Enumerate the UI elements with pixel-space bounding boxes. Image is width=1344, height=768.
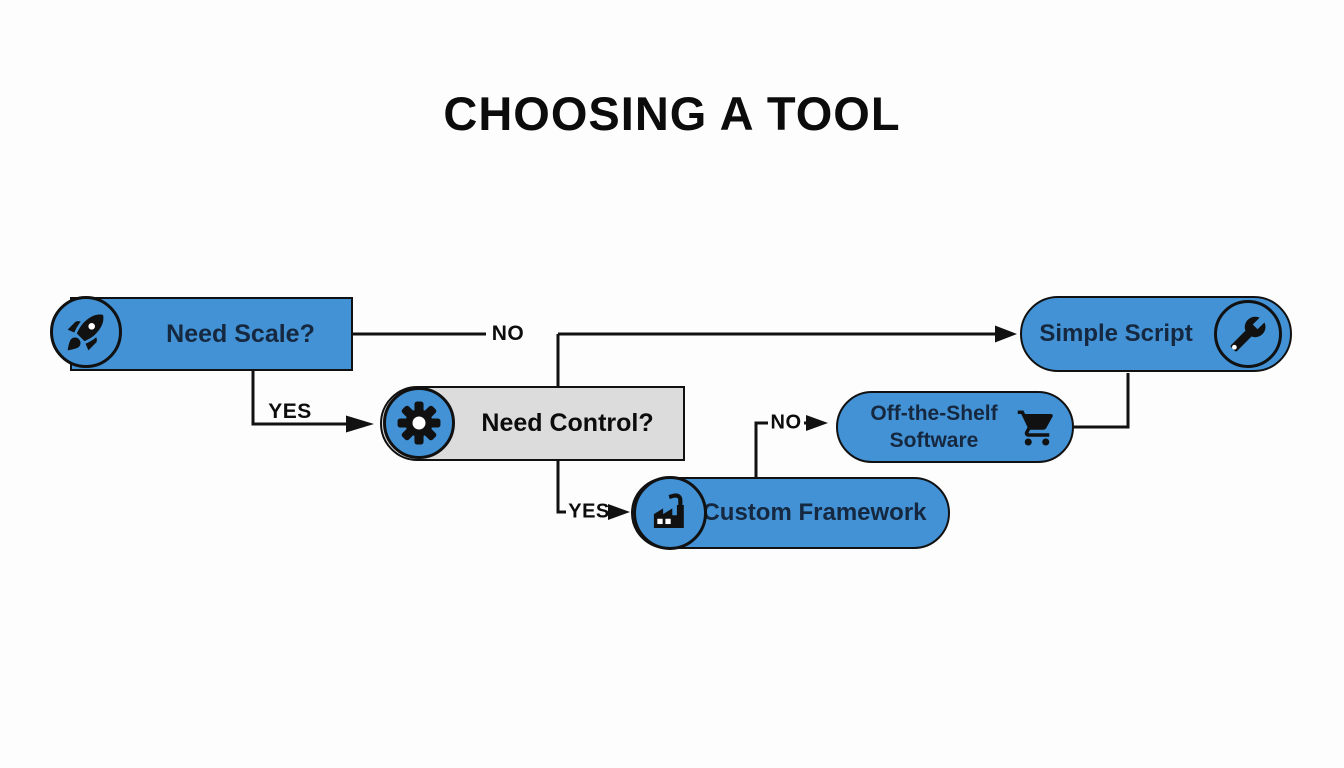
off-shelf-label: Off-the-Shelf Software (870, 400, 997, 454)
need-scale-label: Need Scale? (166, 319, 315, 348)
rocket-icon (67, 314, 104, 351)
edge-label-control-yes: YES (568, 500, 610, 523)
factory-icon-circle (633, 476, 707, 550)
rocket-icon-circle (50, 296, 122, 368)
gear-icon-circle (383, 387, 455, 459)
off-shelf-label-line1: Off-the-Shelf (870, 402, 998, 425)
cart-icon (1017, 410, 1053, 446)
node-simple-script: Simple Script (1020, 296, 1292, 372)
cart-icon-wrap (1016, 407, 1058, 449)
factory-icon (653, 493, 684, 528)
edge-label-scale-yes: YES (268, 400, 312, 423)
arrowhead-to-need-control (346, 415, 374, 433)
edge-label-scale-no: NO (491, 322, 525, 345)
diagram-title: CHOOSING A TOOL (443, 87, 901, 140)
edge-control-no-bracket-line (754, 421, 768, 477)
gear-icon (397, 401, 441, 445)
node-need-control: Need Control? (380, 386, 685, 461)
custom-framework-label: Custom Framework (702, 499, 927, 526)
node-custom-framework: Custom Framework (631, 476, 950, 550)
arrowhead-to-simple-script (995, 325, 1017, 343)
node-need-scale: Need Scale? (50, 296, 353, 371)
node-off-the-shelf-software: Off-the-Shelf Software (836, 391, 1074, 463)
wrench-icon (1230, 316, 1266, 352)
edge-shelf-to-script-line (1074, 373, 1130, 429)
arrowhead-to-off-shelf (806, 415, 828, 431)
need-control-label: Need Control? (481, 409, 654, 437)
edge-label-control-no: NO (770, 411, 802, 434)
simple-script-label: Simple Script (1039, 320, 1193, 347)
off-shelf-label-line2: Software (889, 429, 979, 452)
wrench-icon-circle (1214, 300, 1282, 368)
edge-scale-yes-line (251, 371, 346, 426)
arrowhead-to-custom-framework (608, 504, 630, 520)
